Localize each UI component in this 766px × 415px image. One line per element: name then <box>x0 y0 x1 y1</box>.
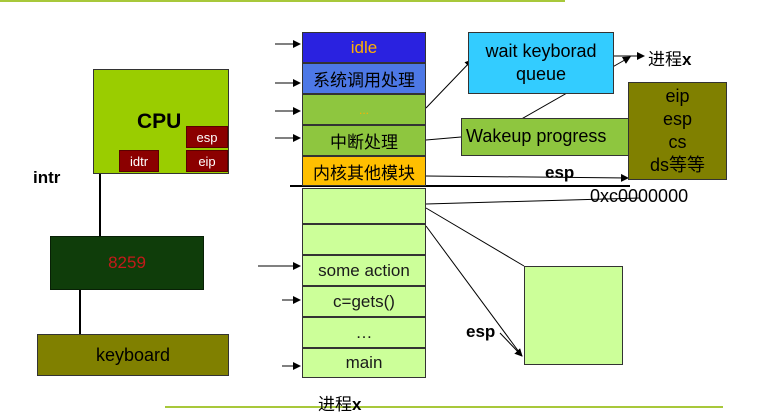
user-stack-caption: 进程x <box>318 390 361 415</box>
user-stack-cell-gets: c=gets() <box>302 286 426 317</box>
register-idtr: idtr <box>119 150 159 172</box>
user-stack-cell <box>302 224 426 255</box>
cpu-box <box>93 69 229 174</box>
intr-label: intr <box>33 168 61 187</box>
wakeup-box <box>461 118 631 156</box>
context-line-eip: eip <box>665 86 690 106</box>
context-line-ds: ds等等 <box>649 155 705 175</box>
kernel-cell-idle: idle <box>302 32 426 63</box>
wait-queue-box: wait keyborad queue <box>468 32 614 94</box>
register-esp: esp <box>186 126 228 148</box>
esp-label-user: esp <box>466 322 496 341</box>
top-accent-line <box>0 0 565 2</box>
keyboard-box: keyboard <box>37 334 229 376</box>
wakeup-label: Wakeup progress <box>466 126 607 146</box>
user-stack-cell-ellipsis: … <box>302 317 426 348</box>
wait-target-bold: x <box>682 50 692 69</box>
user-stack-small-box <box>524 266 623 365</box>
kernel-cell-other-modules: 内核其他模块 <box>302 156 426 186</box>
context-line-esp: esp <box>662 109 693 129</box>
pic-8259-box: 8259 <box>50 236 204 290</box>
bottom-accent-line <box>165 406 723 408</box>
cpu-label: CPU <box>137 110 182 133</box>
kernel-cell-empty: ... <box>302 94 426 125</box>
boundary-address: 0xc0000000 <box>590 186 689 206</box>
context-line-cs: cs <box>668 132 687 152</box>
kernel-cell-interrupt: 中断处理 <box>302 125 426 156</box>
user-stack-cell <box>302 188 426 224</box>
user-stack-cell-some-action: some action <box>302 255 426 286</box>
user-stack-caption-bold: x <box>352 395 362 414</box>
saved-context-box: eip esp cs ds等等 <box>628 82 727 180</box>
register-eip: eip <box>186 150 228 172</box>
wait-target-text: 进程 <box>648 50 682 69</box>
kernel-cell-syscall: 系统调用处理 <box>302 63 426 94</box>
wait-target-label: 进程x <box>648 45 691 70</box>
user-stack-caption-text: 进程 <box>318 395 352 414</box>
esp-label-kernel: esp <box>545 163 575 182</box>
user-stack-cell-main: main <box>302 348 426 378</box>
